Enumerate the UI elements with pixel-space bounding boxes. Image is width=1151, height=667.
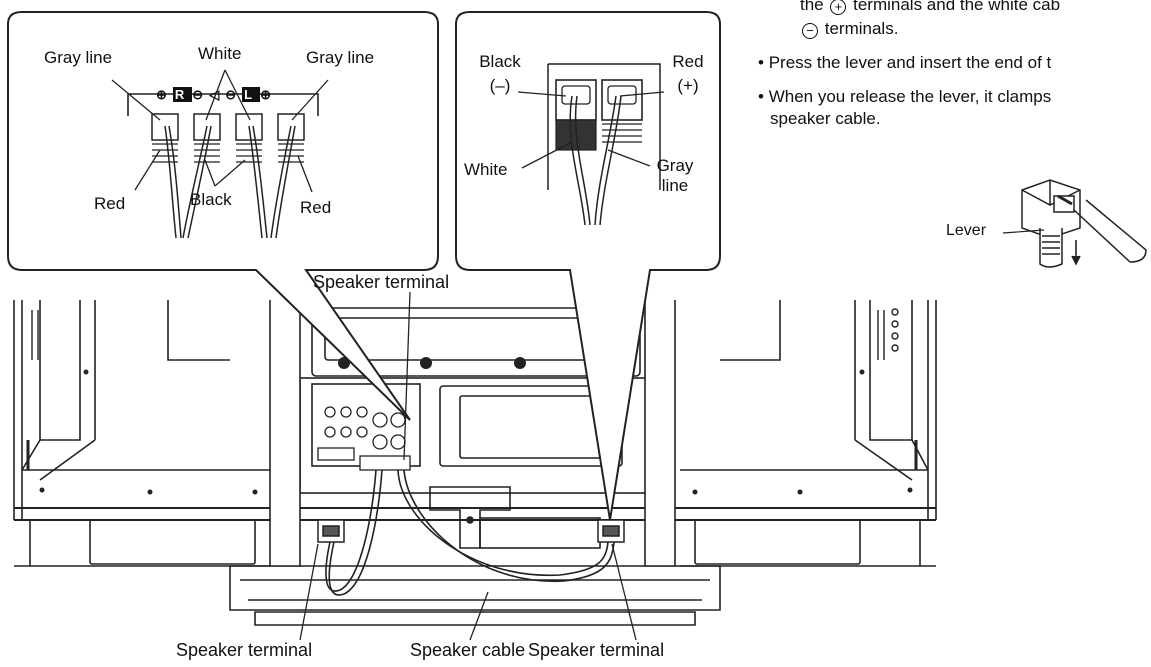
mark-plus-left: ⊕: [156, 87, 173, 102]
note-the: the: [800, 0, 824, 14]
label-red-sign: (+): [677, 75, 699, 95]
label-red-left: Red: [94, 194, 126, 213]
label-gray-line-inset: Gray line: [652, 156, 698, 195]
note-line-1-rest: terminals and the white cab: [853, 0, 1061, 14]
label-red-text: Red: [672, 52, 704, 71]
label-speaker-terminal-bottom-left: Speaker terminal: [176, 640, 313, 660]
speaker-terminal-right: [597, 519, 625, 543]
label-black-left: Black: [190, 190, 232, 209]
label-red-right: Red: [300, 198, 332, 217]
label-gray-line-left: Gray line: [44, 48, 113, 67]
label-black-sign: (–): [489, 75, 511, 95]
note-line-1: the + terminals and the white cab: [800, 0, 1060, 15]
bullet-1-text: Press the lever and insert the end of t: [768, 53, 1052, 72]
bullet-2-dot: •: [758, 87, 764, 106]
side-vents: [26, 308, 918, 470]
note-bullet-2-cont: speaker cable.: [770, 109, 881, 128]
note-line-2-rest: terminals.: [824, 19, 899, 38]
callout-leaders: [299, 291, 637, 641]
tv-rear-body: [13, 300, 937, 626]
minus-terminal-icon: −: [802, 23, 818, 39]
label-speaker-cable: Speaker cable: [410, 640, 526, 660]
label-black-text: Black: [479, 52, 521, 71]
label-speaker-terminal-bottom-right: Speaker terminal: [528, 640, 665, 660]
stand-posts: [269, 300, 676, 567]
right-inset-callout: [455, 11, 721, 521]
mark-speaker: ◁: [209, 87, 226, 102]
label-red-inset: Red (+): [668, 52, 708, 95]
label-speaker-terminal-top: Speaker terminal: [313, 272, 450, 292]
bullet-1-dot: •: [758, 53, 764, 72]
connector-panel: [317, 406, 411, 471]
label-white-right: White: [464, 160, 508, 179]
left-terminal-marks: ⊕R⊖◁⊖L⊕: [156, 87, 277, 103]
label-black-right: Black (–): [474, 52, 526, 95]
speaker-terminal-left: [317, 519, 345, 543]
mark-minus-right: ⊖: [225, 87, 243, 102]
mark-minus-left: ⊖: [192, 87, 210, 102]
speaker-cables: [325, 469, 615, 596]
note-bullet-1: • Press the lever and insert the end of …: [758, 52, 1051, 73]
label-gray-text: Gray: [656, 156, 694, 175]
label-line-text: line: [661, 175, 689, 195]
mark-r: R: [172, 87, 193, 102]
plus-terminal-icon: +: [830, 0, 847, 15]
note-line-2: − terminals.: [800, 18, 898, 39]
mark-plus-right: ⊕: [260, 87, 277, 102]
mark-l: L: [242, 87, 261, 102]
label-white-left: White: [198, 44, 242, 63]
lever-illustration: [1002, 179, 1147, 268]
label-lever: Lever: [946, 222, 987, 239]
label-gray-line-right: Gray line: [306, 48, 375, 67]
note-bullet-2: • When you release the lever, it clamps: [758, 86, 1051, 107]
bullet-2-text: When you release the lever, it clamps: [768, 87, 1052, 106]
left-inset-callout: [7, 11, 439, 421]
